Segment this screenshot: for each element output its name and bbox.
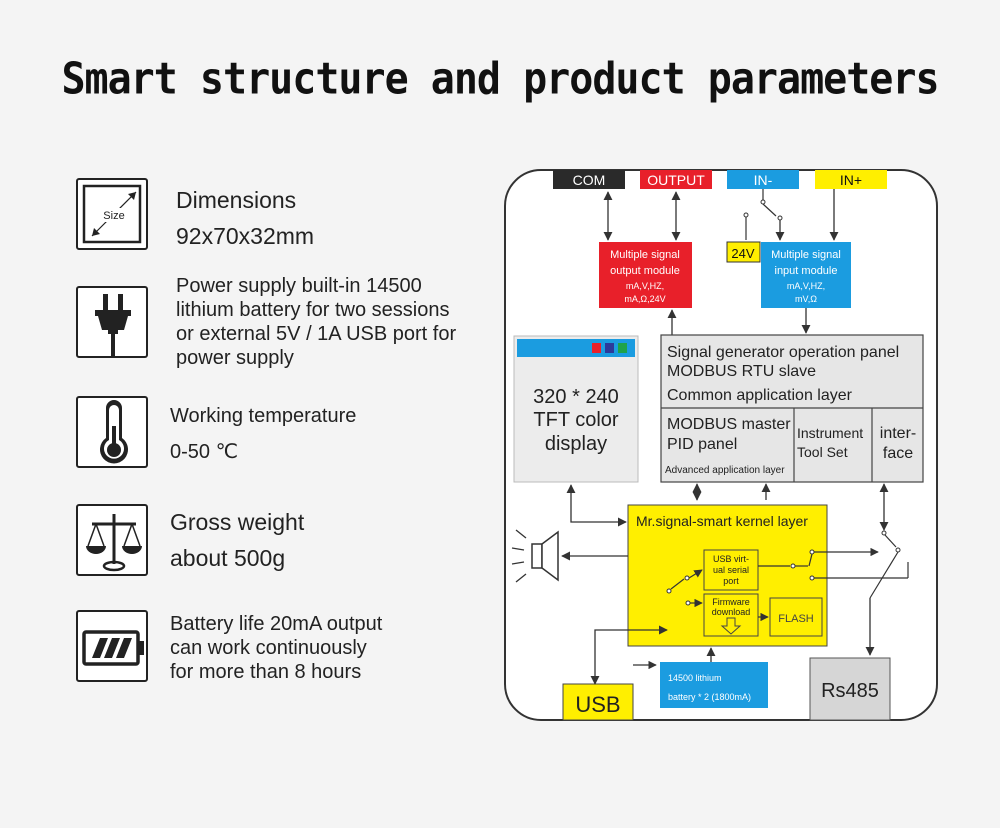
param-line: Gross weight — [170, 509, 305, 535]
common-layer-label: MODBUS RTU slave — [667, 363, 816, 380]
usb-serial-label: USB virt- — [713, 554, 749, 564]
input-module-spec: mA,V,HZ, — [787, 281, 825, 291]
param-dimensions: Dimensions 92x70x32mm — [176, 182, 314, 254]
param-line: or external 5V / 1A USB port for — [176, 323, 457, 345]
toolset-label: Instrument — [797, 425, 863, 441]
param-line: Battery life 20mA output — [170, 613, 383, 635]
param-power-supply: Power supply built-in 14500 lithium batt… — [176, 274, 456, 370]
kernel-label: Mr.signal-smart kernel layer — [636, 513, 808, 529]
plug-icon — [76, 286, 148, 358]
advanced-layer-label: Advanced application layer — [665, 465, 785, 476]
param-line: about 500g — [170, 545, 286, 571]
usb-serial-label: port — [723, 576, 739, 586]
param-line: 92x70x32mm — [176, 223, 315, 249]
output-module-spec: mA,V,HZ, — [626, 281, 664, 291]
interface-label: face — [883, 445, 913, 462]
size-icon-label: Size — [103, 210, 124, 222]
common-layer-label: Common application layer — [667, 387, 853, 404]
speaker-cone — [541, 530, 559, 582]
page-title: Smart structure and product parameters — [61, 53, 939, 105]
rs485-label: Rs485 — [821, 680, 879, 702]
param-line: can work continuously — [170, 637, 367, 659]
com-port — [553, 170, 625, 189]
in-plus-label: IN+ — [840, 172, 862, 188]
advanced-layer-label: MODBUS master — [667, 416, 791, 433]
advanced-layer-label: PID panel — [667, 436, 737, 453]
flash-block — [769, 597, 823, 637]
display-red-swatch — [592, 343, 601, 353]
firmware-label: download — [712, 607, 751, 617]
common-layer-label: Signal generator operation panel — [667, 344, 899, 361]
input-module-spec: mV,Ω — [795, 294, 817, 304]
toolset-label: Tool Set — [797, 444, 848, 460]
thermometer-icon — [76, 396, 148, 468]
battery-icon — [76, 610, 148, 682]
tft-display — [513, 335, 639, 483]
usb-serial-block — [703, 549, 759, 591]
output-port-label: OUTPUT — [647, 172, 705, 188]
in-plus-port — [815, 170, 887, 189]
battery-label: 14500 lithium — [668, 673, 722, 683]
firmware-label: Firmware — [712, 597, 750, 607]
com-port-label: COM — [573, 172, 606, 188]
param-line: Power supply built-in 14500 — [176, 275, 422, 297]
display-blue-swatch — [605, 343, 614, 353]
lithium-battery — [660, 662, 768, 708]
display-label: 320 * 240 — [533, 386, 619, 408]
flash-label: FLASH — [778, 613, 814, 625]
v24-indicator — [726, 241, 761, 263]
display-green-swatch — [618, 343, 627, 353]
display-status-bar — [517, 339, 635, 357]
input-module-label: Multiple signal — [771, 249, 841, 261]
output-module-label: output module — [610, 265, 680, 277]
display-label: display — [545, 433, 607, 455]
rs485-port — [809, 657, 891, 721]
usb-port — [562, 683, 634, 721]
download-arrow-icon — [720, 617, 742, 635]
input-module — [761, 242, 851, 308]
param-weight: Gross weight about 500g — [170, 504, 304, 576]
usb-label: USB — [575, 692, 620, 717]
scale-icon — [76, 504, 148, 576]
in-minus-port — [727, 170, 799, 189]
param-line: for more than 8 hours — [170, 661, 362, 683]
display-label: TFT color — [533, 409, 619, 431]
interface-label: inter- — [880, 425, 916, 442]
output-module-spec: mA,Ω,24V — [624, 294, 665, 304]
param-line: Working temperature — [170, 405, 357, 427]
output-module — [599, 242, 692, 308]
speaker-icon — [531, 543, 543, 569]
param-line: Dimensions — [176, 187, 297, 213]
param-battery-life: Battery life 20mA output can work contin… — [170, 612, 382, 684]
usb-serial-label: ual serial — [713, 565, 749, 575]
input-module-label: input module — [775, 265, 838, 277]
firmware-block — [703, 593, 759, 637]
battery-label: battery * 2 (1800mA) — [668, 692, 751, 702]
output-module-label: Multiple signal — [610, 249, 680, 261]
v24-label: 24V — [731, 246, 754, 261]
param-line: power supply — [176, 347, 294, 369]
param-line: lithium battery for two sessions — [176, 299, 450, 321]
param-line: 0-50 ℃ — [170, 441, 239, 463]
in-minus-label: IN- — [754, 172, 773, 188]
output-port — [640, 170, 712, 189]
size-icon: Size — [76, 178, 148, 250]
param-temperature: Working temperature 0-50 ℃ — [170, 398, 356, 470]
